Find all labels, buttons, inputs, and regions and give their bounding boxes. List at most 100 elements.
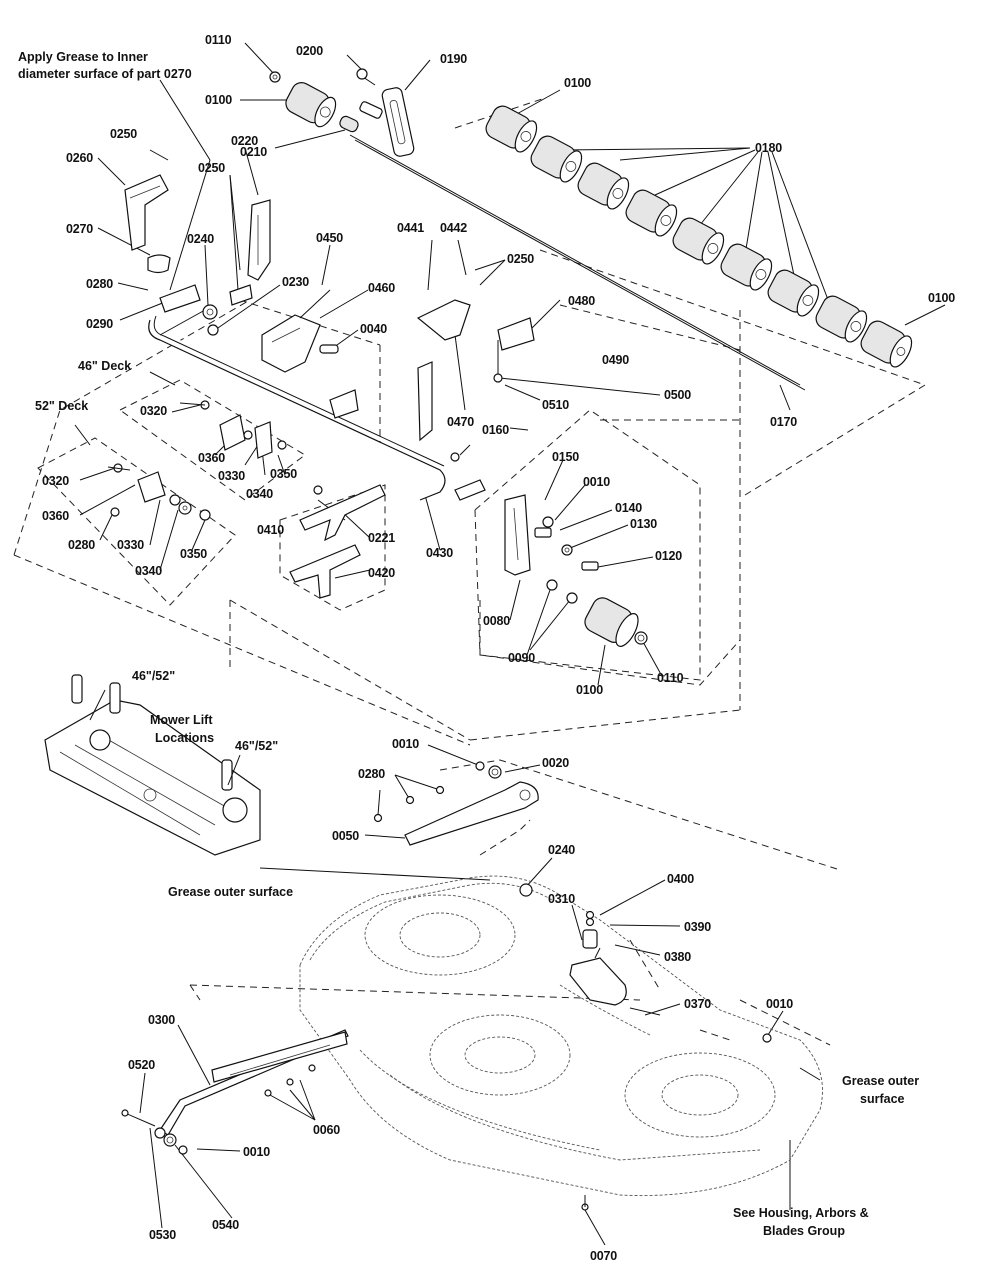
note-see-housing-line1: See Housing, Arbors & bbox=[733, 1206, 869, 1220]
lift-rod-0300 bbox=[121, 1029, 349, 1155]
note-52-deck: 52" Deck bbox=[35, 399, 88, 413]
callout-0040: 0040 bbox=[360, 322, 387, 336]
leader-lines bbox=[74, 42, 946, 1246]
callout-0370: 0370 bbox=[684, 997, 711, 1011]
callout-0260: 0260 bbox=[66, 151, 93, 165]
note-grease-outer-left: Grease outer surface bbox=[168, 885, 293, 899]
callout-0330-b: 0330 bbox=[117, 538, 144, 552]
callout-0360-a: 0360 bbox=[198, 451, 225, 465]
callout-0110-lower: 0110 bbox=[657, 671, 684, 685]
callout-0320-a: 0320 bbox=[140, 404, 167, 418]
callout-0420: 0420 bbox=[368, 566, 395, 580]
note-grease-outer-right-line1: Grease outer bbox=[842, 1074, 919, 1088]
roller-bracket-0080 bbox=[504, 494, 648, 647]
callout-0010-a: 0010 bbox=[583, 475, 610, 489]
lift-shaft-assembly bbox=[124, 174, 535, 501]
note-lift-size-upper: 46"/52" bbox=[132, 669, 175, 683]
callout-0221: 0221 bbox=[368, 531, 395, 545]
callout-0090: 0090 bbox=[508, 651, 535, 665]
callout-0510: 0510 bbox=[542, 398, 569, 412]
callout-0140: 0140 bbox=[615, 501, 642, 515]
callout-0010-c: 0010 bbox=[766, 997, 793, 1011]
note-lift-size-lower: 46"/52" bbox=[235, 739, 278, 753]
roller-bracket-0190 bbox=[381, 87, 415, 157]
callout-0080: 0080 bbox=[483, 614, 510, 628]
callout-0430: 0430 bbox=[426, 546, 453, 560]
note-grease-outer-right-line2: surface bbox=[860, 1092, 905, 1106]
callout-0020: 0020 bbox=[542, 756, 569, 770]
callout-0100-right: 0100 bbox=[928, 291, 955, 305]
callout-0100-top: 0100 bbox=[564, 76, 591, 90]
callout-0120: 0120 bbox=[655, 549, 682, 563]
callout-0390: 0390 bbox=[684, 920, 711, 934]
roller-axle-rod bbox=[349, 134, 801, 386]
callout-0270: 0270 bbox=[66, 222, 93, 236]
roller-top-left bbox=[285, 82, 337, 128]
callout-0380: 0380 bbox=[664, 950, 691, 964]
callout-0320-b: 0320 bbox=[42, 474, 69, 488]
callout-0240-lower: 0240 bbox=[548, 843, 575, 857]
deck-housing bbox=[299, 875, 823, 1211]
callout-0250-c: 0250 bbox=[507, 252, 534, 266]
callout-0220: 0220 bbox=[231, 134, 258, 148]
callout-0150: 0150 bbox=[552, 450, 579, 464]
callout-0280-c: 0280 bbox=[358, 767, 385, 781]
callout-0350-b: 0350 bbox=[180, 547, 207, 561]
callout-0330-a: 0330 bbox=[218, 469, 245, 483]
callout-0441: 0441 bbox=[397, 221, 424, 235]
callout-0170: 0170 bbox=[770, 415, 797, 429]
callout-0300: 0300 bbox=[148, 1013, 175, 1027]
callout-0100-left: 0100 bbox=[205, 93, 232, 107]
callout-0250-a: 0250 bbox=[110, 127, 137, 141]
callout-0250-b: 0250 bbox=[198, 161, 225, 175]
callout-0290: 0290 bbox=[86, 317, 113, 331]
callout-0340-a: 0340 bbox=[246, 487, 273, 501]
note-46-deck: 46" Deck bbox=[78, 359, 131, 373]
callout-0110-top: 0110 bbox=[205, 33, 232, 47]
callout-0310: 0310 bbox=[548, 892, 575, 906]
callout-0280-b: 0280 bbox=[68, 538, 95, 552]
callout-0500: 0500 bbox=[664, 388, 691, 402]
bracket-0221-0420 bbox=[289, 484, 386, 599]
callout-0410: 0410 bbox=[257, 523, 284, 537]
callout-0100-lower: 0100 bbox=[576, 683, 603, 697]
callout-0210: 0210 bbox=[240, 145, 267, 159]
callout-0050: 0050 bbox=[332, 829, 359, 843]
deck-46-parts bbox=[179, 400, 287, 459]
washer-0110 bbox=[269, 71, 281, 83]
callout-0010-b: 0010 bbox=[392, 737, 419, 751]
pivot-0380 bbox=[569, 910, 661, 1016]
part-callouts: 0110 0200 0190 0100 0210 0100 0180 0250 … bbox=[42, 33, 955, 1263]
callout-0200: 0200 bbox=[296, 44, 323, 58]
callout-0130: 0130 bbox=[630, 517, 657, 531]
callout-0470: 0470 bbox=[447, 415, 474, 429]
dashed-assembly-lines bbox=[13, 97, 927, 1046]
callout-0060: 0060 bbox=[313, 1123, 340, 1137]
callout-0490: 0490 bbox=[602, 353, 629, 367]
callout-0520: 0520 bbox=[128, 1058, 155, 1072]
callout-0240-top: 0240 bbox=[187, 232, 214, 246]
callout-0340-b: 0340 bbox=[135, 564, 162, 578]
callout-0230: 0230 bbox=[282, 275, 309, 289]
callout-0280-top: 0280 bbox=[86, 277, 113, 291]
callout-0540: 0540 bbox=[212, 1218, 239, 1232]
note-grease-inner-line1: Apply Grease to Inner bbox=[18, 50, 148, 64]
roller-row bbox=[485, 105, 913, 368]
mower-lift-locations-inset bbox=[44, 674, 261, 856]
note-see-housing-line2: Blades Group bbox=[763, 1224, 845, 1238]
callout-0010-d: 0010 bbox=[243, 1145, 270, 1159]
callout-0360-b: 0360 bbox=[42, 509, 69, 523]
roller-assembly bbox=[269, 68, 913, 391]
callout-0480: 0480 bbox=[568, 294, 595, 308]
callout-0460: 0460 bbox=[368, 281, 395, 295]
callout-0450: 0450 bbox=[316, 231, 343, 245]
note-mower-lift: Mower Lift bbox=[150, 713, 213, 727]
callout-0160: 0160 bbox=[482, 423, 509, 437]
note-locations: Locations bbox=[155, 731, 214, 745]
strap-0050 bbox=[373, 761, 539, 846]
callout-0180: 0180 bbox=[755, 141, 782, 155]
callout-0070: 0070 bbox=[590, 1249, 617, 1263]
note-grease-inner-line2: diameter surface of part 0270 bbox=[18, 67, 192, 81]
callout-0400: 0400 bbox=[667, 872, 694, 886]
callout-0190: 0190 bbox=[440, 52, 467, 66]
